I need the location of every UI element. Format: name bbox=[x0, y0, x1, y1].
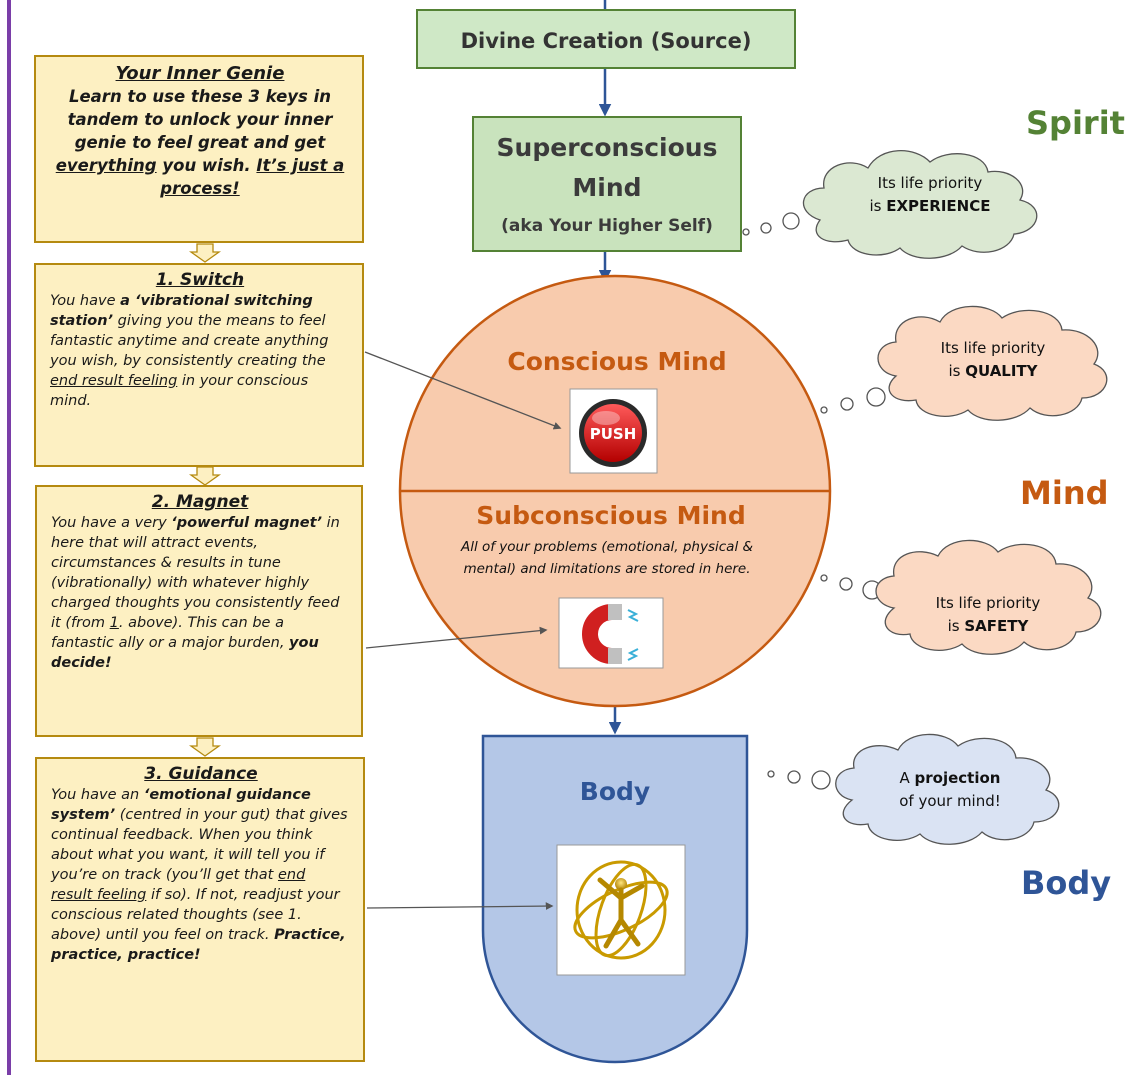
thought-quality-pre: is bbox=[948, 362, 966, 380]
guidance-text-3: if so). If not, readjust your conscious … bbox=[51, 887, 340, 943]
magnet-text-3: . above). This can be a fantastic ally o… bbox=[51, 615, 290, 651]
push-label: PUSH bbox=[590, 425, 637, 443]
superconscious-line3: (aka Your Higher Self) bbox=[501, 216, 713, 236]
guidance-text-1: You have an bbox=[51, 787, 144, 803]
guidance-bold-2: Practice, practice, practice! bbox=[51, 927, 346, 963]
down-arrows-left bbox=[188, 243, 222, 757]
source-box: Divine Creation (Source) bbox=[416, 9, 796, 69]
thought-cloud-projection bbox=[767, 733, 1060, 845]
switch-text-1: You have bbox=[50, 293, 121, 309]
magnet-underline-1: 1 bbox=[109, 615, 119, 631]
thought-safety-line1: Its life priority bbox=[935, 594, 1041, 612]
thought-text-quality: Its life priority is QUALITY bbox=[908, 337, 1078, 383]
connector-guidance bbox=[366, 902, 554, 910]
connector-switch bbox=[364, 351, 562, 430]
magnet-title: 2. Magnet bbox=[151, 492, 249, 512]
switch-text-2: giving you the means to feel fantastic a… bbox=[50, 313, 329, 369]
switch-text-3: in your conscious mind. bbox=[50, 373, 309, 409]
thought-safety-pre: is bbox=[947, 617, 965, 635]
superconscious-line2: Mind bbox=[572, 173, 641, 202]
superconscious-line1: Superconscious bbox=[497, 133, 718, 162]
genie-title: Your Inner Genie bbox=[115, 63, 285, 84]
inner-genie-box: Your Inner Genie Learn to use these 3 ke… bbox=[34, 55, 364, 243]
thought-experience-line1: Its life priority bbox=[877, 174, 983, 192]
guidance-bold-1: ‘emotional guidance system’ bbox=[51, 787, 311, 823]
thought-text-projection: A projection of your mind! bbox=[865, 767, 1035, 813]
side-label-body: Body bbox=[1021, 864, 1112, 902]
switch-underline-1: end result feeling bbox=[50, 373, 178, 389]
genie-underline-1: everything bbox=[55, 156, 157, 175]
genie-underline-2: It’s just a process! bbox=[160, 156, 345, 198]
magnet-bold-1: ‘powerful magnet’ bbox=[171, 515, 323, 531]
thought-experience-pre: is bbox=[869, 197, 887, 215]
thought-projection-pre: A bbox=[899, 769, 915, 787]
source-label: Divine Creation (Source) bbox=[461, 29, 752, 53]
subconscious-desc-1: All of your problems (emotional, physica… bbox=[460, 539, 753, 555]
switch-title: 1. Switch bbox=[155, 270, 245, 290]
side-label-mind: Mind bbox=[1020, 474, 1109, 512]
switch-bold-1: a ‘vibrational switching station’ bbox=[50, 293, 313, 329]
thought-projection-line2: of your mind! bbox=[899, 792, 1001, 810]
magnet-box: 2. Magnet You have a very ‘powerful magn… bbox=[35, 485, 363, 737]
switch-box: 1. Switch You have a ‘vibrational switch… bbox=[34, 263, 364, 467]
thought-quality-bold: QUALITY bbox=[965, 362, 1038, 380]
page-margin bbox=[0, 0, 10, 1075]
magnet-bold-2: you decide! bbox=[51, 635, 319, 671]
subconscious-label: Subconscious Mind bbox=[476, 501, 745, 530]
genie-text-1: Learn to use these 3 keys in tandem to u… bbox=[67, 87, 333, 152]
thought-cloud-experience bbox=[742, 150, 1038, 259]
conscious-label: Conscious Mind bbox=[507, 347, 726, 376]
thought-text-safety: Its life priority is SAFETY bbox=[903, 592, 1073, 638]
thought-safety-bold: SAFETY bbox=[964, 617, 1029, 635]
genie-text-2: you wish. bbox=[156, 156, 257, 175]
connector-magnet bbox=[365, 626, 548, 649]
thought-experience-bold: EXPERIENCE bbox=[886, 197, 991, 215]
horseshoe-magnet-icon bbox=[558, 597, 664, 669]
side-label-spirit: Spirit bbox=[1026, 104, 1125, 142]
thought-cloud-safety bbox=[820, 539, 1102, 655]
gyroscope-figure-icon bbox=[556, 844, 686, 976]
guidance-text-2: (centred in your gut) that gives continu… bbox=[51, 807, 348, 883]
body-label: Body bbox=[580, 777, 650, 806]
magnet-text-1: You have a very bbox=[51, 515, 172, 531]
thought-projection-bold: projection bbox=[914, 769, 1001, 787]
push-button-icon: PUSH bbox=[569, 388, 658, 474]
guidance-title: 3. Guidance bbox=[144, 764, 258, 784]
thought-cloud-quality bbox=[820, 305, 1108, 421]
thought-quality-line1: Its life priority bbox=[940, 339, 1046, 357]
thought-text-experience: Its life priority is EXPERIENCE bbox=[845, 172, 1015, 218]
guidance-underline-1: end result feeling bbox=[51, 867, 306, 903]
guidance-box: 3. Guidance You have an ‘emotional guida… bbox=[35, 757, 365, 1062]
mind-circle: Conscious Mind Subconscious Mind All of … bbox=[398, 274, 832, 708]
magnet-text-2: in here that will attract events, circum… bbox=[51, 515, 340, 631]
superconscious-box: Superconscious Mind (aka Your Higher Sel… bbox=[472, 116, 742, 252]
subconscious-desc-2: mental) and limitations are stored in he… bbox=[463, 561, 750, 577]
